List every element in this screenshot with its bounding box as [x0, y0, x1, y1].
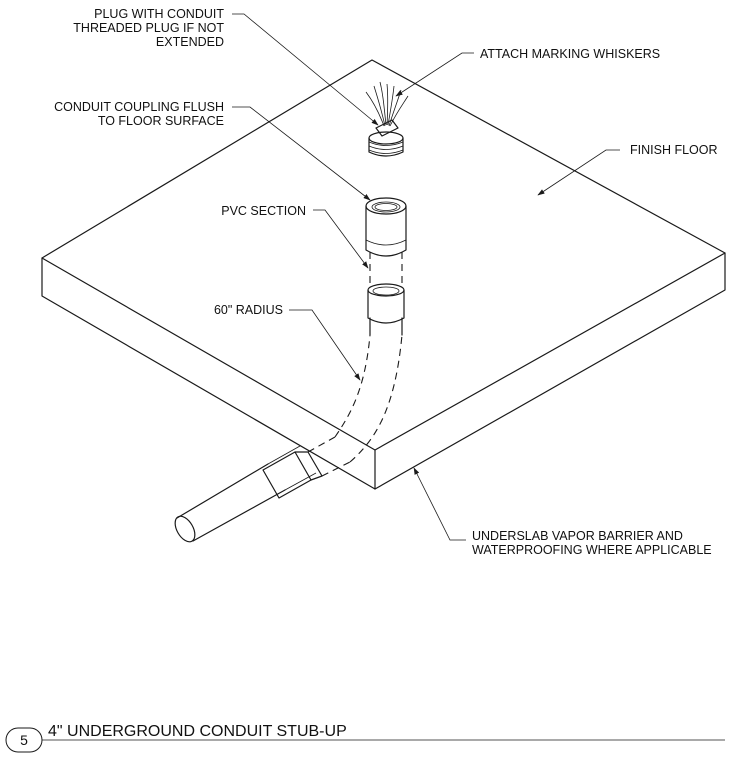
plug-label-line-1: PLUG WITH CONDUIT — [94, 7, 224, 21]
pipe-break — [369, 252, 403, 285]
marking-whiskers — [365, 81, 409, 127]
plug-label-line-3: EXTENDED — [156, 35, 224, 49]
drawing-title: 4" UNDERGROUND CONDUIT STUB-UP — [48, 723, 347, 740]
threaded-plug — [368, 119, 404, 157]
pvc-lower-section — [367, 283, 405, 324]
vapor-barrier-label-line-1: UNDERSLAB VAPOR BARRIER AND — [472, 529, 683, 543]
coupling-label-line-1: CONDUIT COUPLING FLUSH — [54, 100, 224, 114]
detail-number: 5 — [20, 732, 28, 748]
leader-lines — [232, 13, 620, 541]
conduit-horizontal — [174, 436, 351, 543]
title-block: 5 4" UNDERGROUND CONDUIT STUB-UP — [5, 723, 725, 753]
whiskers-label: ATTACH MARKING WHISKERS — [480, 47, 660, 61]
plug-label-line-2: THREADED PLUG IF NOT — [73, 21, 224, 35]
radius-label: 60" RADIUS — [214, 303, 283, 317]
coupling-label-line-2: TO FLOOR SURFACE — [98, 114, 224, 128]
finish-floor-label: FINISH FLOOR — [630, 143, 718, 157]
floor-slab — [41, 59, 726, 490]
pvc-section-label: PVC SECTION — [221, 204, 306, 218]
conduit-coupling — [365, 197, 407, 257]
conduit-elbow — [334, 317, 403, 463]
vapor-barrier-label-line-2: WATERPROOFING WHERE APPLICABLE — [472, 543, 712, 557]
